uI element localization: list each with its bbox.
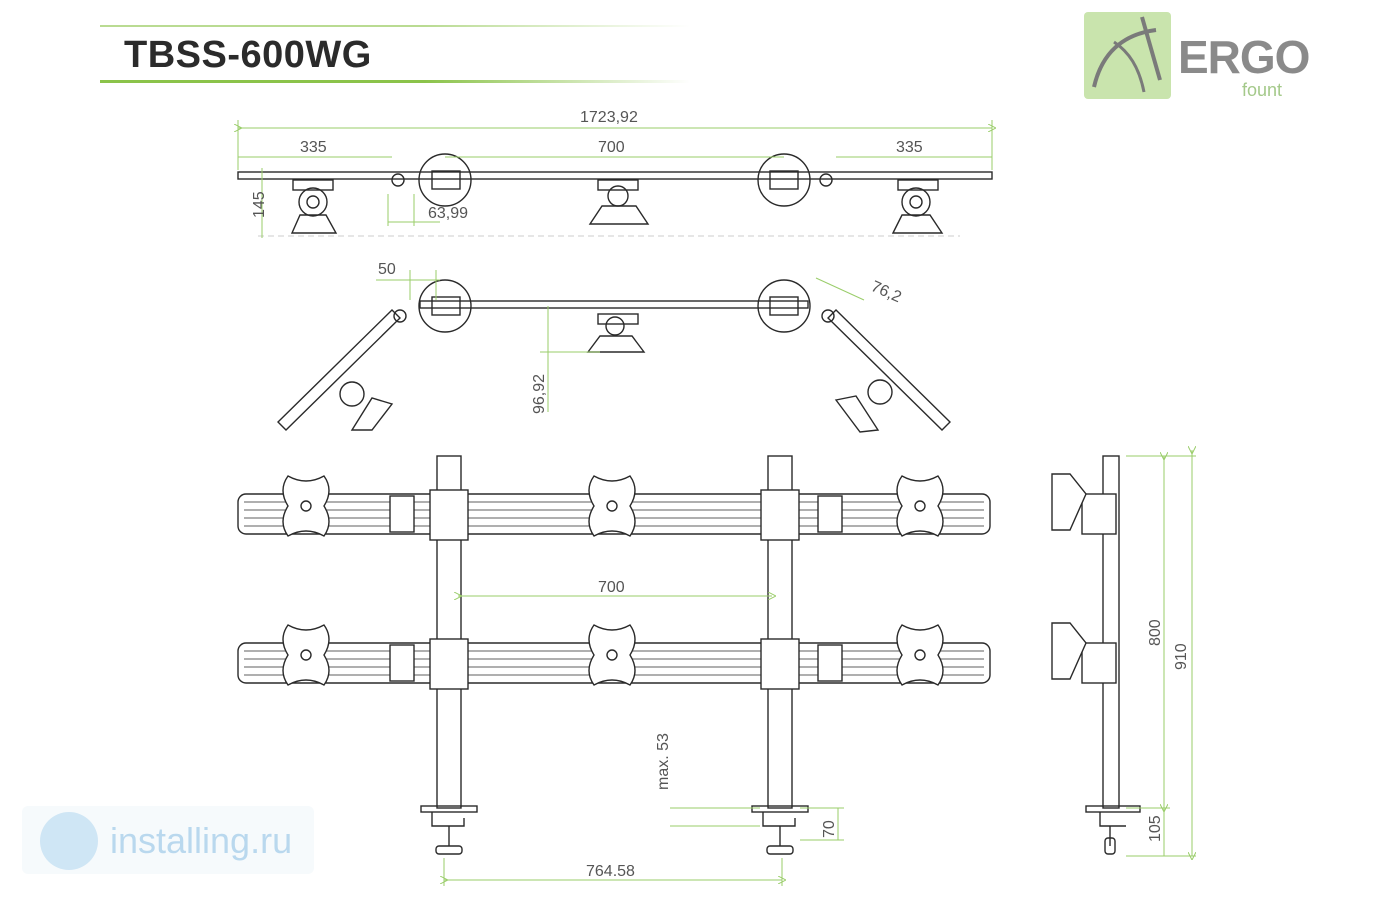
top-joint-left (418, 153, 472, 207)
watermark-logo-icon (40, 812, 98, 870)
dim-base-spacing: 764.58 (586, 863, 635, 880)
dim-side-910: 910 (1173, 643, 1190, 670)
pole-right (767, 455, 793, 809)
top-joint-block-left (431, 170, 461, 190)
angled-mount-center (586, 313, 646, 353)
angled-right-arm (827, 309, 951, 431)
side-view (1051, 455, 1141, 855)
angled-mount-right (834, 379, 893, 433)
top-joint-block-right (769, 170, 799, 190)
title-rule-top (100, 25, 690, 27)
top-mount-right (891, 179, 944, 234)
logo-brand: ERGO (1178, 31, 1310, 83)
top-bar (237, 171, 993, 180)
dim-angle-offset: 50 (378, 261, 396, 278)
side-mount-top (1051, 473, 1117, 535)
side-pole (1102, 455, 1120, 809)
dim-total-width: 1723,92 (580, 109, 638, 126)
top-mount-left (290, 179, 338, 234)
angled-left-arm (277, 309, 401, 431)
top-joint-right (757, 153, 811, 207)
angled-center-bar (419, 300, 809, 309)
page-title: TBSS-600WG (124, 34, 372, 76)
angled-view (277, 279, 951, 433)
hinge-left (391, 173, 405, 187)
dim-side-800: 800 (1147, 619, 1164, 646)
dim-side-right: 335 (896, 139, 923, 156)
watermark-text: installing.ru (110, 820, 293, 861)
dim-offset: 63,99 (428, 205, 468, 222)
dim-center: 700 (598, 139, 625, 156)
title-rule-bottom (100, 80, 690, 83)
top-mount-center (588, 179, 650, 225)
base-left (420, 805, 478, 855)
front-view (237, 455, 991, 855)
dim-depth: 96,92 (531, 374, 548, 414)
top-view (237, 153, 993, 234)
logo-sub: fount (1242, 80, 1283, 100)
dimension-lines (238, 120, 1196, 886)
dim-clamp-height: 70 (821, 820, 838, 838)
angled-mount-left (339, 381, 394, 431)
dimension-labels: 1723,92 335 700 335 145 63,99 50 76,2 96… (251, 109, 1190, 880)
logo-icon (1084, 12, 1171, 99)
dim-front-center: 700 (598, 579, 625, 596)
dim-clamp-max: max. 53 (655, 733, 672, 790)
dim-side-left: 335 (300, 139, 327, 156)
pole-left (436, 455, 462, 809)
dim-height-top: 145 (251, 191, 268, 218)
side-mount-bottom (1051, 622, 1117, 684)
base-right (751, 805, 809, 855)
hinge-right (819, 173, 833, 187)
dim-side-105: 105 (1147, 815, 1164, 842)
dim-angle-length: 76,2 (868, 278, 903, 306)
